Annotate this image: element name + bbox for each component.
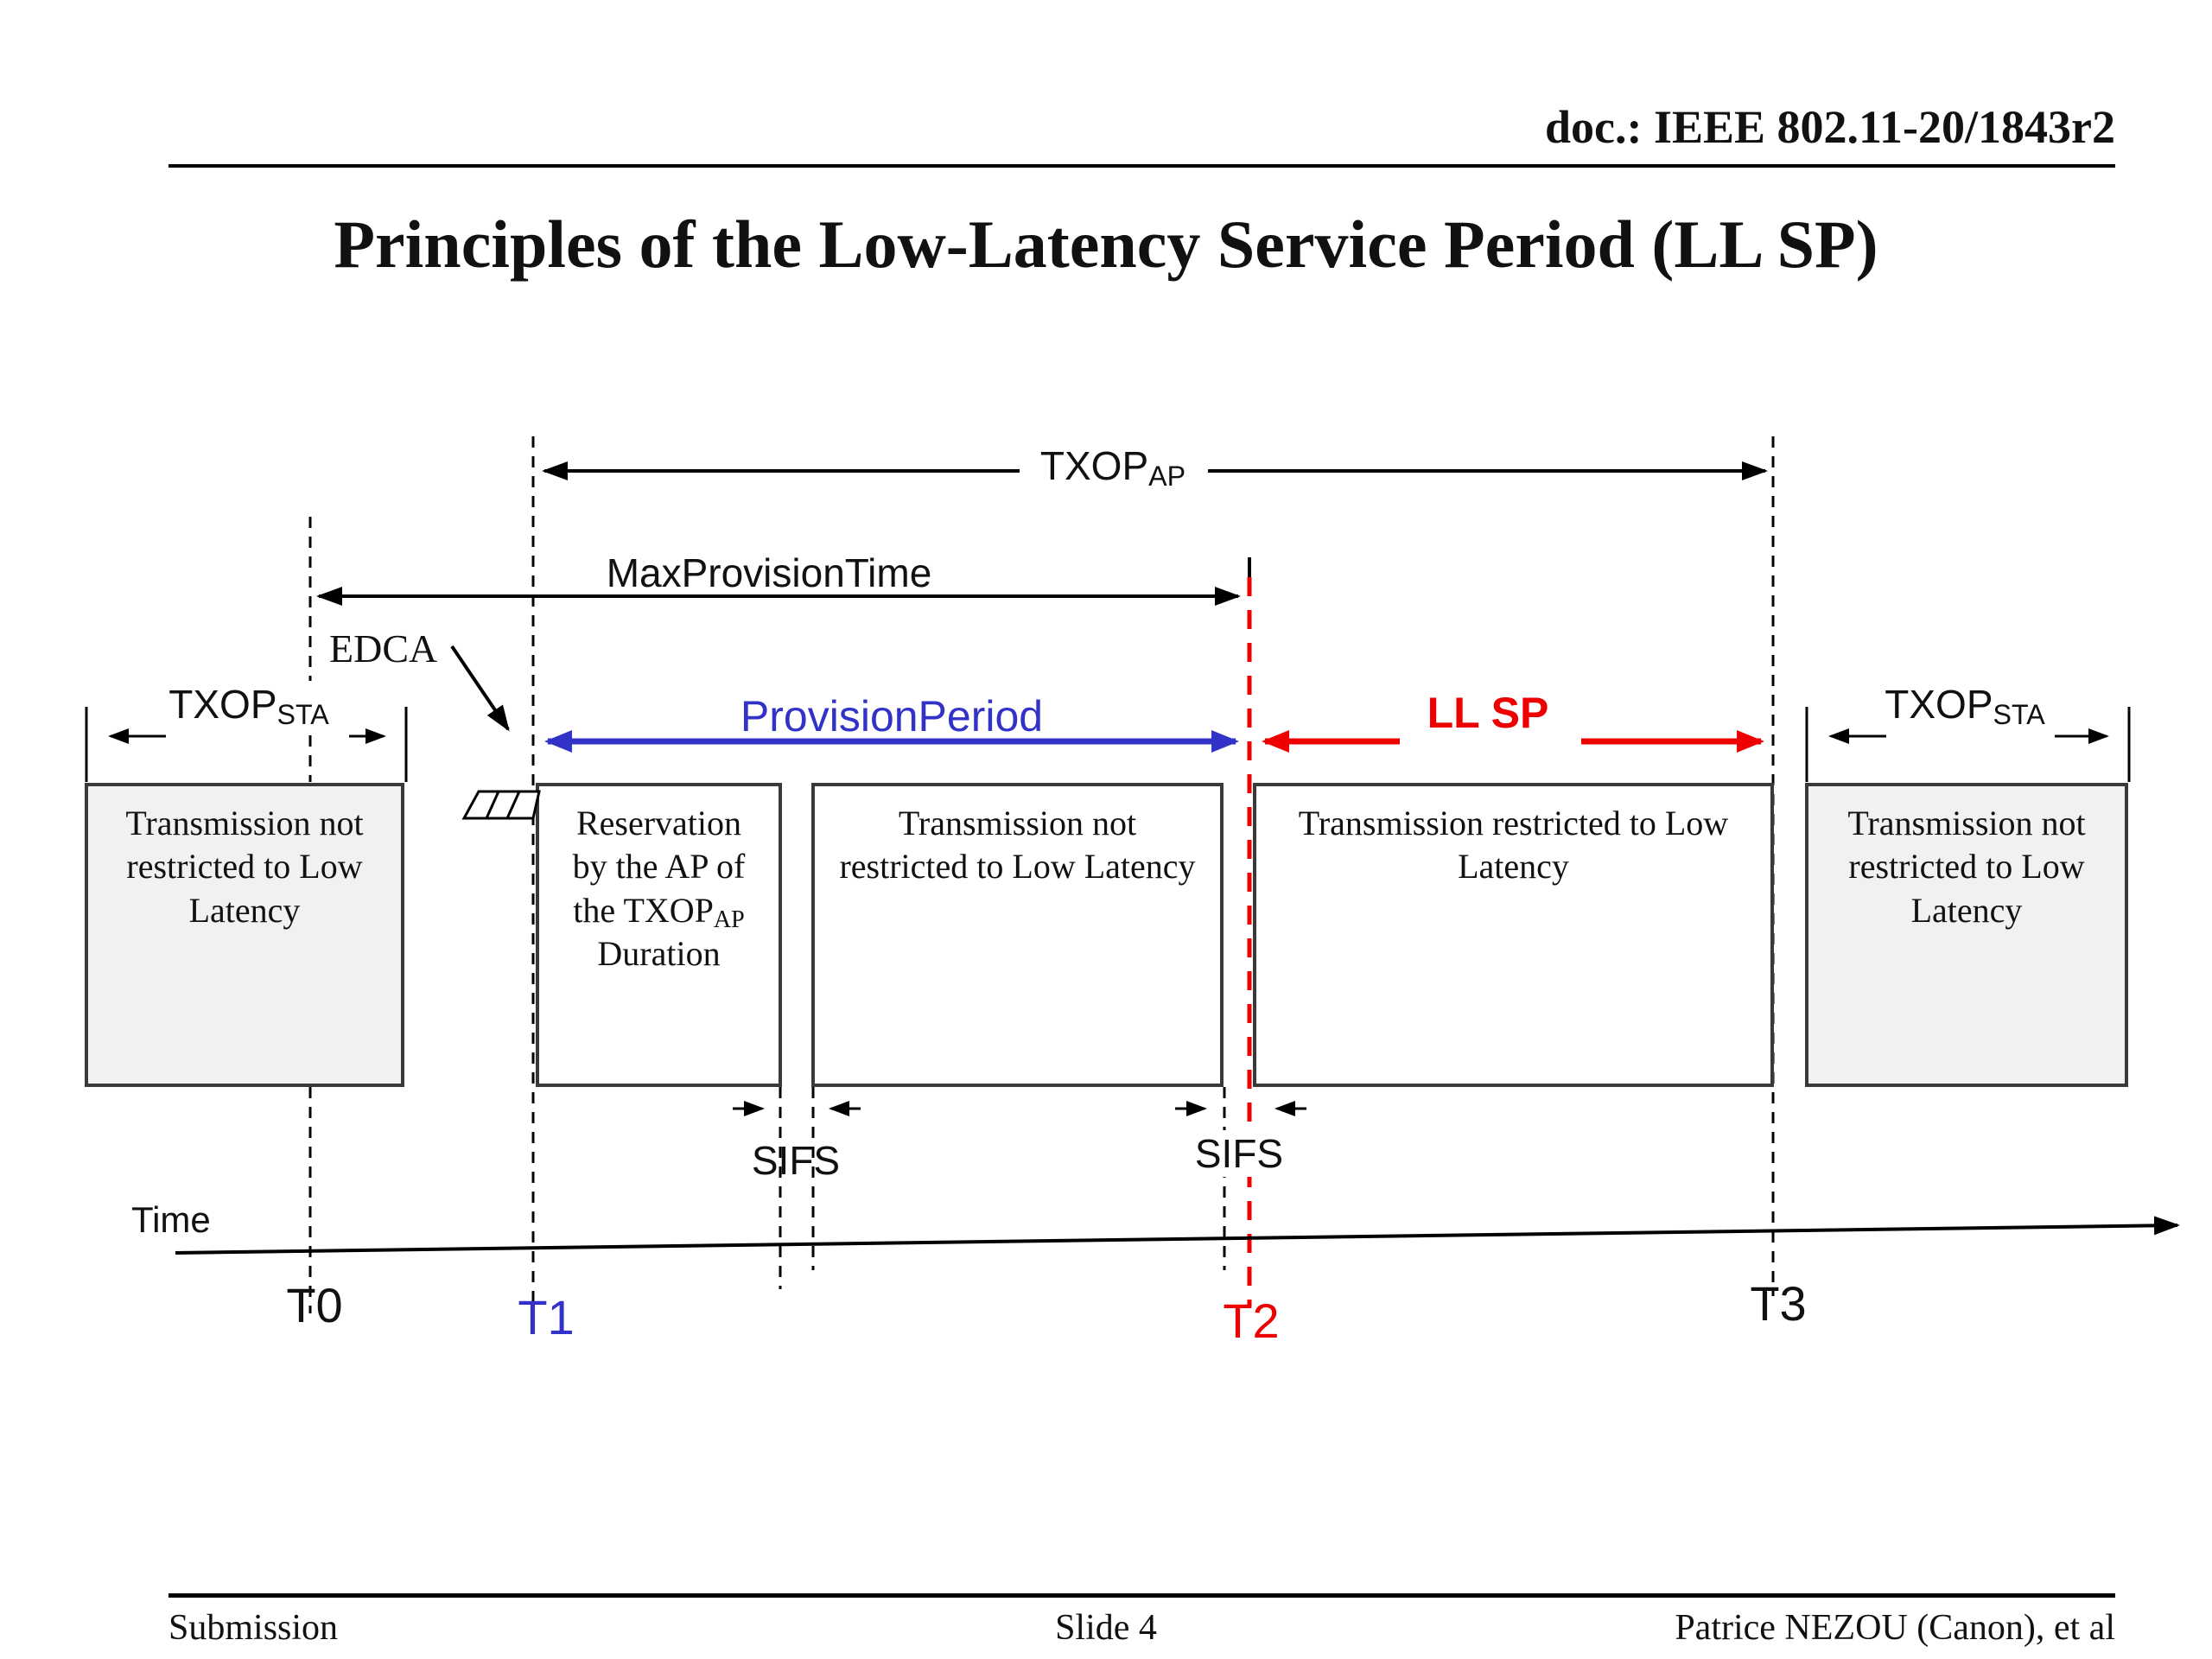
ll-sp-label: LL SP <box>1427 689 1549 737</box>
box-reservation <box>536 783 782 1087</box>
txop-ap-sub: AP <box>1148 461 1186 493</box>
page-title: Principles of the Low-Latency Service Pe… <box>334 207 1878 282</box>
t2-label: T2 <box>1223 1294 1280 1348</box>
footer-right: Patrice NEZOU (Canon), et al <box>1675 1608 2115 1648</box>
txop-ap-label: TXOPAP <box>1039 442 1186 493</box>
edca-label: EDCA <box>329 626 438 671</box>
txop-sta-left-sub: STA <box>276 699 329 731</box>
box-reservation-text: Reservation by the AP of the TXOPAP Dura… <box>555 802 763 976</box>
time-axis <box>175 1216 2180 1255</box>
t3-label: T3 <box>1750 1276 1807 1331</box>
edca-pointer-arrow <box>450 645 510 732</box>
sifs-right-label: SIFS <box>1191 1130 1287 1177</box>
hatch-line-2 <box>505 791 521 819</box>
hatch-line-1 <box>485 791 500 819</box>
box-reservation-text-before: Reservation by the AP of the TXOP <box>572 804 746 930</box>
box-txop-sta-left <box>85 783 404 1087</box>
hatch-symbol <box>461 790 541 820</box>
box-reservation-text-after: Duration <box>597 934 721 974</box>
t0-label: T0 <box>286 1278 343 1332</box>
box-provision-period-text: Transmission not restricted to Low Laten… <box>839 804 1196 887</box>
txop-sta-right-label: TXOPSTA <box>1879 681 2050 731</box>
box-txop-sta-right <box>1805 783 2128 1087</box>
box-provision-period <box>811 783 1224 1087</box>
footer-left: Submission <box>168 1608 339 1648</box>
header-rule <box>168 164 2115 168</box>
txop-sta-left-label: TXOPSTA <box>163 681 334 731</box>
txop-ap-base: TXOP <box>1039 443 1149 488</box>
txop-sta-left-base: TXOP <box>168 682 277 727</box>
txop-sta-right-sub: STA <box>1993 699 2045 731</box>
provision-period-label: ProvisionPeriod <box>740 692 1044 741</box>
box-ll-sp-text: Transmission restricted to Low Latency <box>1298 804 1729 887</box>
footer-center: Slide 4 <box>1055 1608 1157 1648</box>
txop-sta-right-base: TXOP <box>1885 682 1993 727</box>
sifs-left-label: SIFS <box>751 1138 841 1183</box>
t1-label: T1 <box>518 1290 575 1344</box>
box-ll-sp <box>1253 783 1774 1087</box>
time-axis-label: Time <box>131 1199 211 1240</box>
box-txop-sta-right-text: Transmission not restricted to Low Laten… <box>1847 804 2086 930</box>
box-txop-sta-left-text: Transmission not restricted to Low Laten… <box>125 804 364 930</box>
footer-rule <box>168 1592 2115 1598</box>
box-reservation-text-sub: AP <box>713 906 745 933</box>
document-id: doc.: IEEE 802.11-20/1843r2 <box>1544 101 2115 153</box>
max-provision-time-label: MaxProvisionTime <box>606 550 932 595</box>
